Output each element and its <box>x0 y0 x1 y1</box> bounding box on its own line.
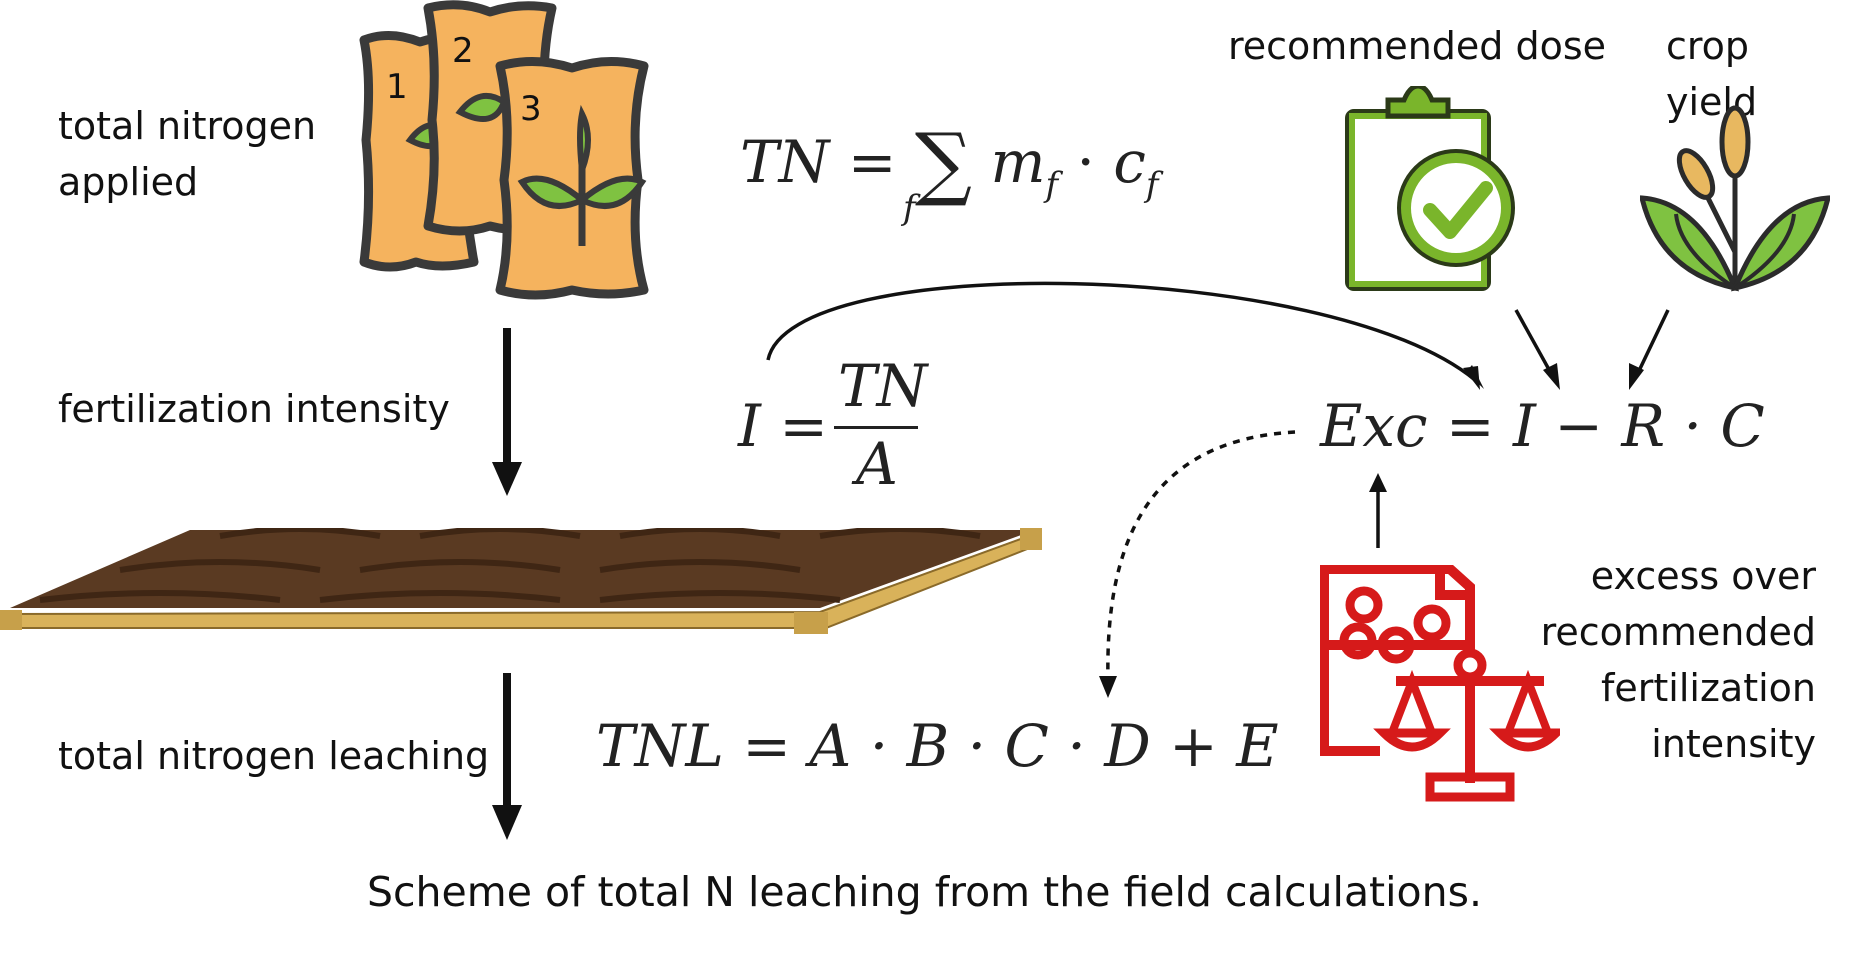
arrow-intensity-to-excess <box>766 281 1477 382</box>
label-total-nitrogen-applied: total nitrogen applied <box>58 98 316 210</box>
label-total-nitrogen-leaching: total nitrogen leaching <box>58 734 490 778</box>
clipboard-check-icon <box>1345 86 1515 291</box>
tn-sub-f1: f <box>1045 165 1059 205</box>
arrow-dose-to-r <box>1514 309 1554 376</box>
formula-tn: TN = ∑ mf · cf <box>740 108 1158 209</box>
equals-sign: = <box>847 128 897 196</box>
label-recommended-dose: recommended dose <box>1228 24 1607 68</box>
sum-index: f <box>903 188 916 228</box>
bag-3-number: 3 <box>520 89 542 129</box>
bag-2-number: 2 <box>452 31 474 71</box>
fraction-bar <box>834 426 918 429</box>
arrow-yield-to-c <box>1635 309 1670 376</box>
bag-1-number: 1 <box>386 67 408 107</box>
tn-lhs: TN <box>740 128 830 196</box>
fertilizer-bags-icon: 1 2 3 <box>359 0 649 300</box>
wheat-plant-icon <box>1640 105 1830 292</box>
equals-sign: = <box>779 392 828 460</box>
i-denominator: A <box>856 430 898 498</box>
formula-tnl: TNL = A · B · C · D + E <box>596 712 1279 780</box>
formula-intensity: I = <box>738 392 828 460</box>
soil-field-icon <box>0 528 1042 634</box>
label-fertilization-intensity: fertilization intensity <box>58 387 450 431</box>
document-scale-icon <box>1320 565 1560 802</box>
label-line: recommended <box>1540 610 1816 654</box>
label-excess: excess over recommended fertilization in… <box>1541 548 1816 772</box>
formula-excess: Exc = I − R · C <box>1320 392 1765 460</box>
dot-operator: · <box>1076 128 1095 196</box>
tn-m: m <box>990 128 1046 196</box>
figure-caption: Scheme of total N leaching from the fiel… <box>366 868 1482 916</box>
label-line: fertilization <box>1601 666 1816 710</box>
i-numerator: TN <box>838 352 928 420</box>
tn-sub-f2: f <box>1145 165 1159 205</box>
label-crop-yield: crop yield <box>1666 24 1758 124</box>
sum-sign: ∑ <box>914 116 973 209</box>
label-line: intensity <box>1651 722 1816 766</box>
label-line: excess over <box>1590 554 1816 598</box>
arrow-excess-to-tnl <box>1106 430 1296 681</box>
tn-c: c <box>1113 128 1146 196</box>
i-lhs: I <box>738 392 761 460</box>
label-line: total nitrogen <box>58 104 317 148</box>
label-line: applied <box>58 160 199 204</box>
